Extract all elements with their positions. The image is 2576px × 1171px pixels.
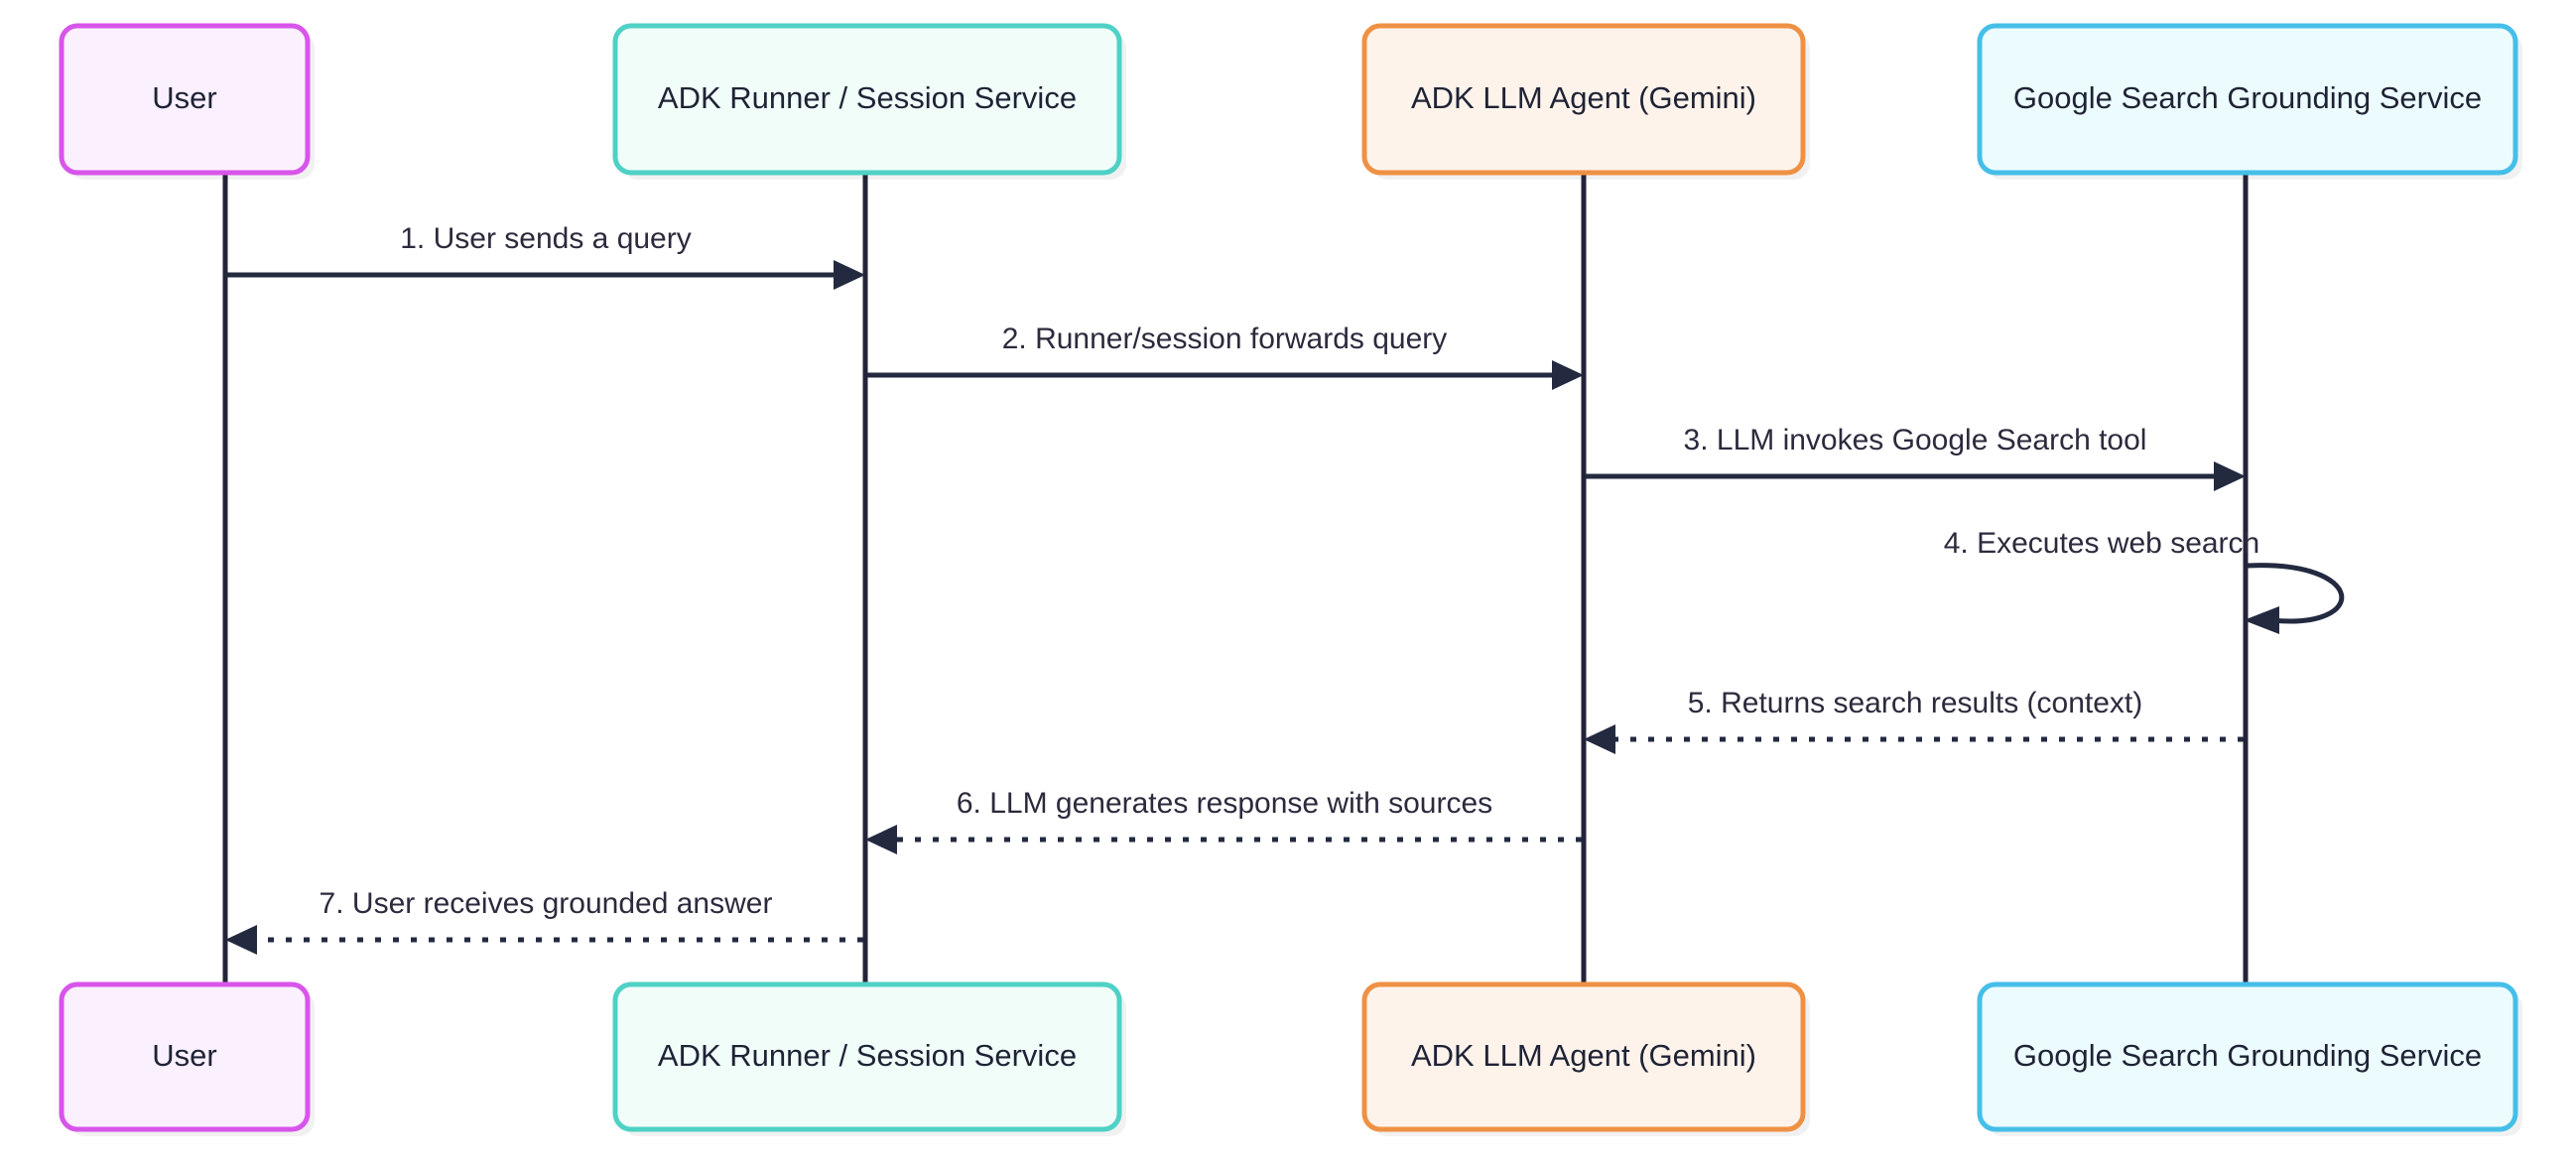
participant-label: User — [152, 1038, 216, 1073]
participant-box-user-bottom[interactable]: User — [59, 981, 315, 1136]
participant-rect[interactable] — [1977, 23, 2518, 176]
message-2[interactable]: 2. Runner/session forwards query — [867, 323, 1584, 390]
message-3[interactable]: 3. LLM invokes Google Search tool — [1586, 424, 2246, 491]
arrow-head-right — [834, 260, 865, 290]
participant-box-user-top[interactable]: User — [59, 23, 315, 180]
self-loop-path — [2247, 563, 2345, 624]
arrow-head-left — [2244, 606, 2279, 634]
messages-group: 1. User sends a query 2. Runner/session f… — [225, 222, 2345, 955]
message-6[interactable]: 6. LLM generates response with sources — [865, 787, 1582, 854]
participant-rect[interactable] — [59, 23, 311, 176]
message-7[interactable]: 7. User receives grounded answer — [225, 887, 863, 955]
participant-label: Google Search Grounding Service — [2013, 80, 2482, 115]
message-4[interactable]: 4. Executes web search — [1944, 527, 2345, 634]
participant-box-runner-bottom[interactable]: ADK Runner / Session Service — [612, 981, 1126, 1136]
message-label: 5. Returns search results (context) — [1688, 687, 2143, 719]
participant-rect[interactable] — [1361, 23, 1806, 176]
lifelines-group — [222, 173, 2249, 984]
arrow-head-left — [1584, 724, 1615, 754]
participant-label: User — [152, 80, 216, 115]
participant-rect[interactable] — [612, 981, 1122, 1132]
participant-box-agent-top[interactable]: ADK LLM Agent (Gemini) — [1361, 23, 1810, 180]
participant-label: ADK Runner / Session Service — [658, 1038, 1077, 1073]
message-label: 2. Runner/session forwards query — [1002, 323, 1448, 355]
participant-label: ADK LLM Agent (Gemini) — [1411, 1038, 1756, 1073]
participant-rect[interactable] — [1977, 981, 2518, 1132]
participant-box-runner-top[interactable]: ADK Runner / Session Service — [612, 23, 1126, 180]
arrow-head-left — [225, 925, 257, 955]
message-1[interactable]: 1. User sends a query — [227, 222, 865, 290]
participant-rect[interactable] — [59, 981, 311, 1132]
participant-rect[interactable] — [612, 23, 1122, 176]
message-label: 4. Executes web search — [1944, 527, 2260, 560]
participant-box-agent-bottom[interactable]: ADK LLM Agent (Gemini) — [1361, 981, 1810, 1136]
participant-label: ADK Runner / Session Service — [658, 80, 1077, 115]
participant-label: Google Search Grounding Service — [2013, 1038, 2482, 1073]
participant-label: ADK LLM Agent (Gemini) — [1411, 80, 1756, 115]
arrow-head-right — [2214, 461, 2246, 491]
message-label: 6. LLM generates response with sources — [957, 787, 1492, 820]
message-label: 1. User sends a query — [400, 222, 691, 255]
message-label: 3. LLM invokes Google Search tool — [1684, 424, 2147, 456]
message-label: 7. User receives grounded answer — [320, 887, 773, 920]
arrow-head-left — [865, 825, 897, 854]
participant-box-search-top[interactable]: Google Search Grounding Service — [1977, 23, 2522, 180]
participant-rect[interactable] — [1361, 981, 1806, 1132]
participant-box-search-bottom[interactable]: Google Search Grounding Service — [1977, 981, 2522, 1136]
arrow-head-right — [1552, 360, 1584, 390]
message-5[interactable]: 5. Returns search results (context) — [1584, 687, 2244, 754]
